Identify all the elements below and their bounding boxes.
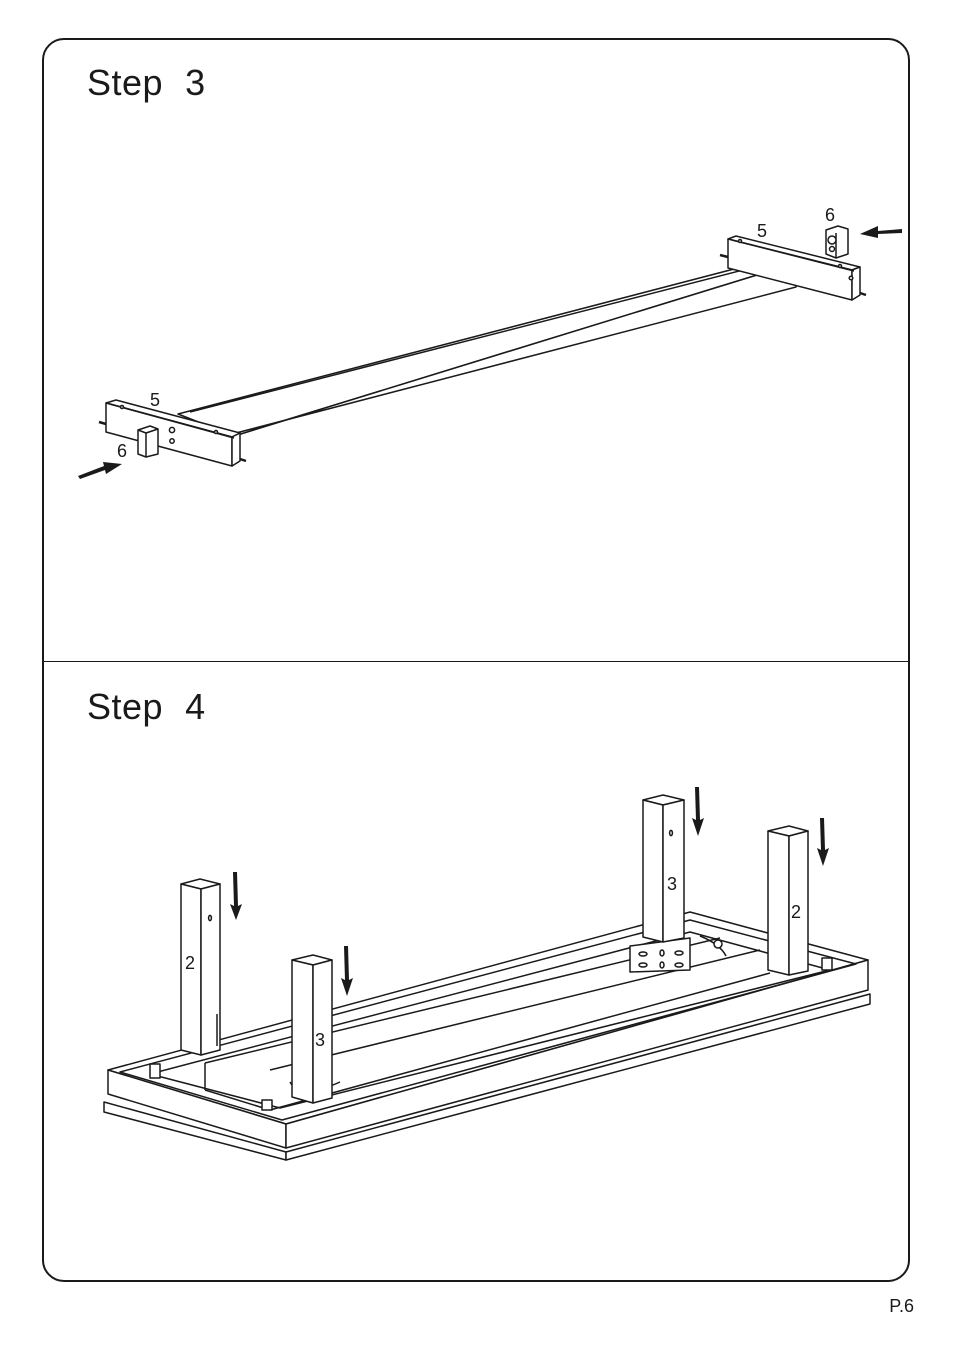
arrow-down-icon — [341, 946, 353, 996]
leg-back-mid — [643, 795, 684, 942]
callout-leg-front-mid: 3 — [315, 1030, 325, 1050]
arrow-down-icon — [692, 787, 704, 836]
leg-back-right — [768, 826, 808, 975]
arrow-down-icon — [230, 872, 242, 920]
arrow-down-icon — [817, 818, 829, 866]
leg-front-mid — [292, 955, 332, 1103]
callout-leg-front-left: 2 — [185, 953, 195, 973]
callout-leg-back-mid: 3 — [667, 874, 677, 894]
page-number: P.6 — [889, 1296, 914, 1317]
callout-leg-back-right: 2 — [791, 902, 801, 922]
